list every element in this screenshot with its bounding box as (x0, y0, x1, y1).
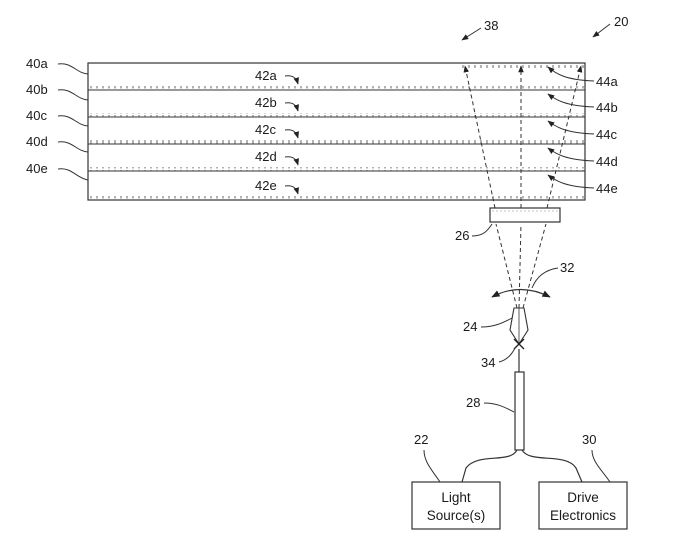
layer-label-40d: 40d (26, 134, 48, 149)
grating-row (89, 113, 584, 117)
ref-label-22: 22 (414, 432, 428, 447)
scan-arc: 32 (491, 260, 574, 298)
layer-label-40b: 40b (26, 82, 48, 97)
ref-label-20: 20 (614, 14, 628, 29)
fiber: 28 (461, 349, 583, 483)
core-label-42e: 42e (255, 178, 277, 193)
ref-label-28: 28 (466, 395, 480, 410)
light-source-box: Light Source(s) 22 (411, 432, 501, 530)
output-labels: 44a 44b 44c 44d 44e (547, 66, 618, 196)
light-source-line1: Light (441, 490, 471, 505)
ref-label-34: 34 (481, 355, 495, 370)
lens-body (489, 207, 561, 223)
drive-line1: Drive (567, 490, 599, 505)
layer-label-40c: 40c (26, 108, 47, 123)
layer-label-40a: 40a (26, 56, 48, 71)
grating-row (89, 196, 584, 200)
top-refs: 38 20 (461, 14, 628, 41)
fiber-body (514, 371, 525, 451)
layer-label-40e: 40e (26, 161, 48, 176)
grating-row (462, 64, 584, 68)
scanner: 24 34 (463, 307, 529, 370)
core-labels: 42a 42b 42c 42d 42e (255, 68, 299, 195)
out-label-44b: 44b (596, 100, 618, 115)
layer-labels-left: 40a 40b 40c 40d 40e (26, 56, 89, 181)
grating-row (89, 140, 584, 144)
drive-electronics-box: Drive Electronics 30 (538, 432, 628, 530)
core-label-42b: 42b (255, 95, 277, 110)
stack-outline (87, 62, 586, 201)
lens: 26 (455, 207, 561, 243)
out-label-44a: 44a (596, 74, 618, 89)
core-label-42a: 42a (255, 68, 277, 83)
grating-row (89, 167, 584, 171)
core-label-42c: 42c (255, 122, 276, 137)
out-label-44c: 44c (596, 127, 617, 142)
ref-label-30: 30 (582, 432, 596, 447)
core-label-42d: 42d (255, 149, 277, 164)
waveguide-stack (87, 62, 586, 201)
grating-row (89, 86, 584, 90)
ref-label-38: 38 (484, 18, 498, 33)
ref-label-32: 32 (560, 260, 574, 275)
drive-line2: Electronics (550, 508, 616, 523)
ref-label-26: 26 (455, 228, 469, 243)
ref-label-24: 24 (463, 319, 477, 334)
light-source-line2: Source(s) (427, 508, 486, 523)
out-label-44e: 44e (596, 181, 618, 196)
out-label-44d: 44d (596, 154, 618, 169)
